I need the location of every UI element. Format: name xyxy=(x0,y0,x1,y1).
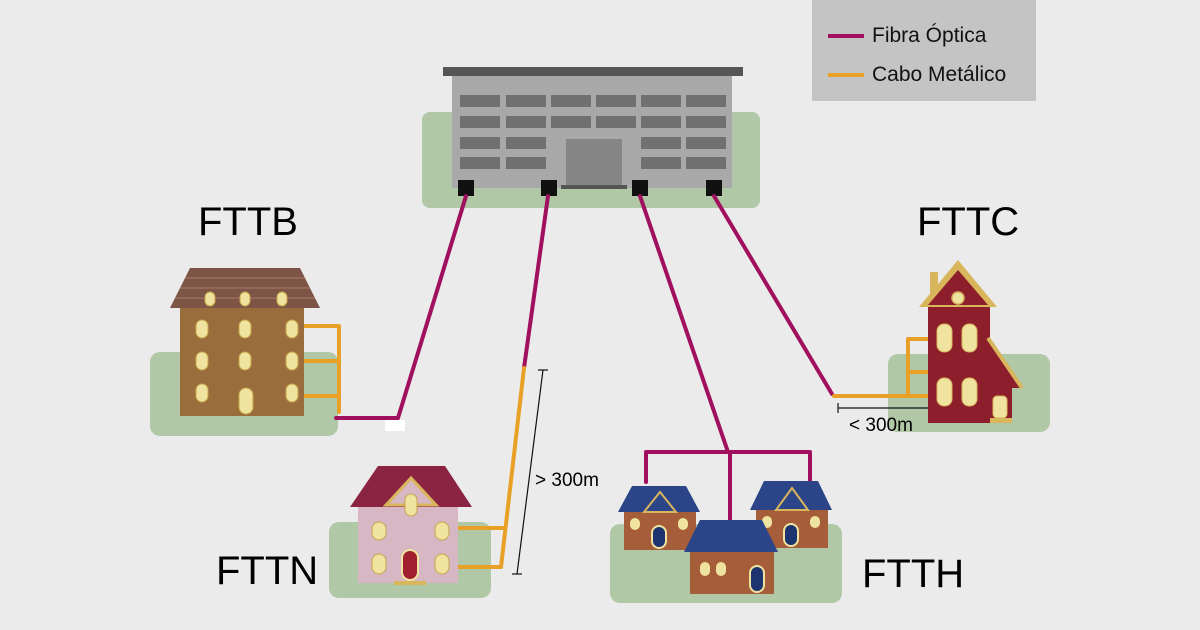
fiber-to-fttn xyxy=(522,194,550,370)
ftth-house-left xyxy=(618,486,700,550)
fiber-swatch xyxy=(828,34,864,38)
copper-fttb-riser xyxy=(303,324,341,414)
fttn-label: FTTN xyxy=(216,549,319,593)
over-300m-label: > 300m xyxy=(535,470,599,491)
fttc-label: FTTC xyxy=(917,200,1020,244)
fttb-apartment-building xyxy=(170,268,320,416)
over-300m-marker xyxy=(516,369,544,575)
legend: Fibra Óptica Cabo Metálico xyxy=(812,0,1036,101)
fiber-to-fttb xyxy=(334,194,468,420)
fiber-to-ftth xyxy=(638,194,730,454)
legend-item-copper: Cabo Metálico xyxy=(828,63,1006,87)
fttb-label: FTTB xyxy=(198,200,298,244)
copper-fttn-line xyxy=(456,366,526,569)
central-office-door xyxy=(566,139,622,186)
central-office-building xyxy=(443,67,743,196)
ftth-label: FTTH xyxy=(862,552,965,596)
fttb-node xyxy=(385,420,405,431)
distance-markers xyxy=(512,369,935,575)
fiber-ports xyxy=(458,180,722,196)
fttc-house xyxy=(919,260,1024,423)
fiber-to-fttc xyxy=(712,194,834,396)
legend-item-fiber: Fibra Óptica xyxy=(828,24,986,48)
under-300m-label: < 300m xyxy=(849,415,913,436)
ftth-house-center xyxy=(684,520,778,594)
copper-cables xyxy=(303,324,937,569)
ftth-house-right xyxy=(750,481,832,548)
copper-swatch xyxy=(828,73,864,77)
legend-fiber-label: Fibra Óptica xyxy=(872,24,987,47)
fiber-cables xyxy=(334,194,834,522)
legend-copper-label: Cabo Metálico xyxy=(872,63,1007,86)
fttn-house xyxy=(350,466,472,585)
